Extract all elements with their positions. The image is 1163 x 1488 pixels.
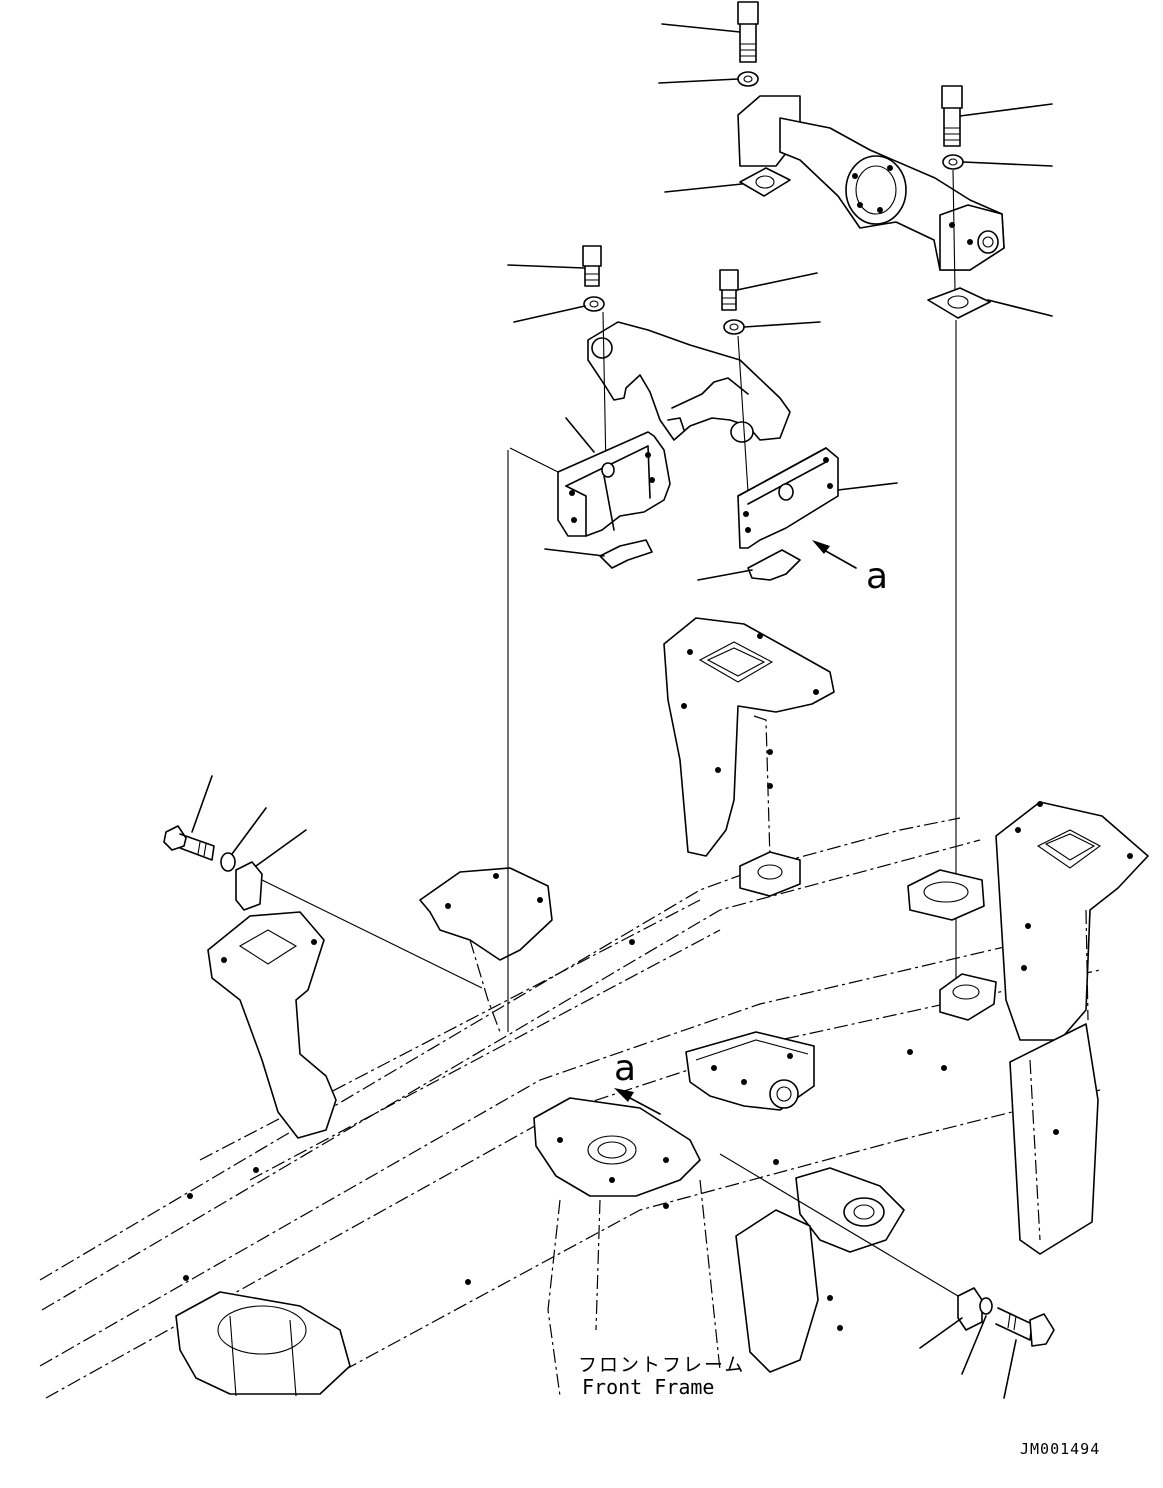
- washer-icon: [583, 296, 605, 312]
- bolt-icon: [737, 1, 759, 63]
- front-frame: [39, 617, 1149, 1399]
- washer-icon: [723, 319, 745, 335]
- shim-icon: [739, 167, 791, 197]
- washer-icon: [979, 1297, 993, 1315]
- leader-line: [661, 23, 741, 33]
- bolt-icon: [163, 825, 215, 861]
- guide-line: [507, 447, 559, 1032]
- washer-icon: [737, 71, 759, 87]
- arrow-icon: [812, 540, 830, 554]
- bolt-icon: [995, 1307, 1055, 1347]
- drawing-id: JM001494: [1020, 1440, 1101, 1458]
- bolt-icon: [719, 269, 739, 311]
- bolt-icon: [941, 85, 963, 147]
- mount-bracket-right: [737, 447, 839, 549]
- callout-a-lower: a: [614, 1048, 637, 1089]
- washer-icon: [942, 154, 964, 170]
- clip-icon: [957, 1287, 983, 1331]
- shim-icon: [747, 549, 801, 581]
- mount-bracket-left: [557, 431, 671, 537]
- frame-label-english: Front Frame: [582, 1375, 715, 1399]
- axle-support-rear: [737, 95, 1005, 271]
- clip-icon: [235, 861, 263, 911]
- shim-icon: [927, 287, 991, 319]
- axle-support-front: [587, 321, 791, 443]
- arrow-icon: [614, 1088, 634, 1102]
- frame-label-japanese: フロントフレーム: [578, 1354, 746, 1376]
- bolt-icon: [582, 245, 602, 287]
- callout-a-upper: a: [866, 556, 889, 597]
- washer-icon: [220, 852, 236, 872]
- shim-icon: [599, 539, 653, 569]
